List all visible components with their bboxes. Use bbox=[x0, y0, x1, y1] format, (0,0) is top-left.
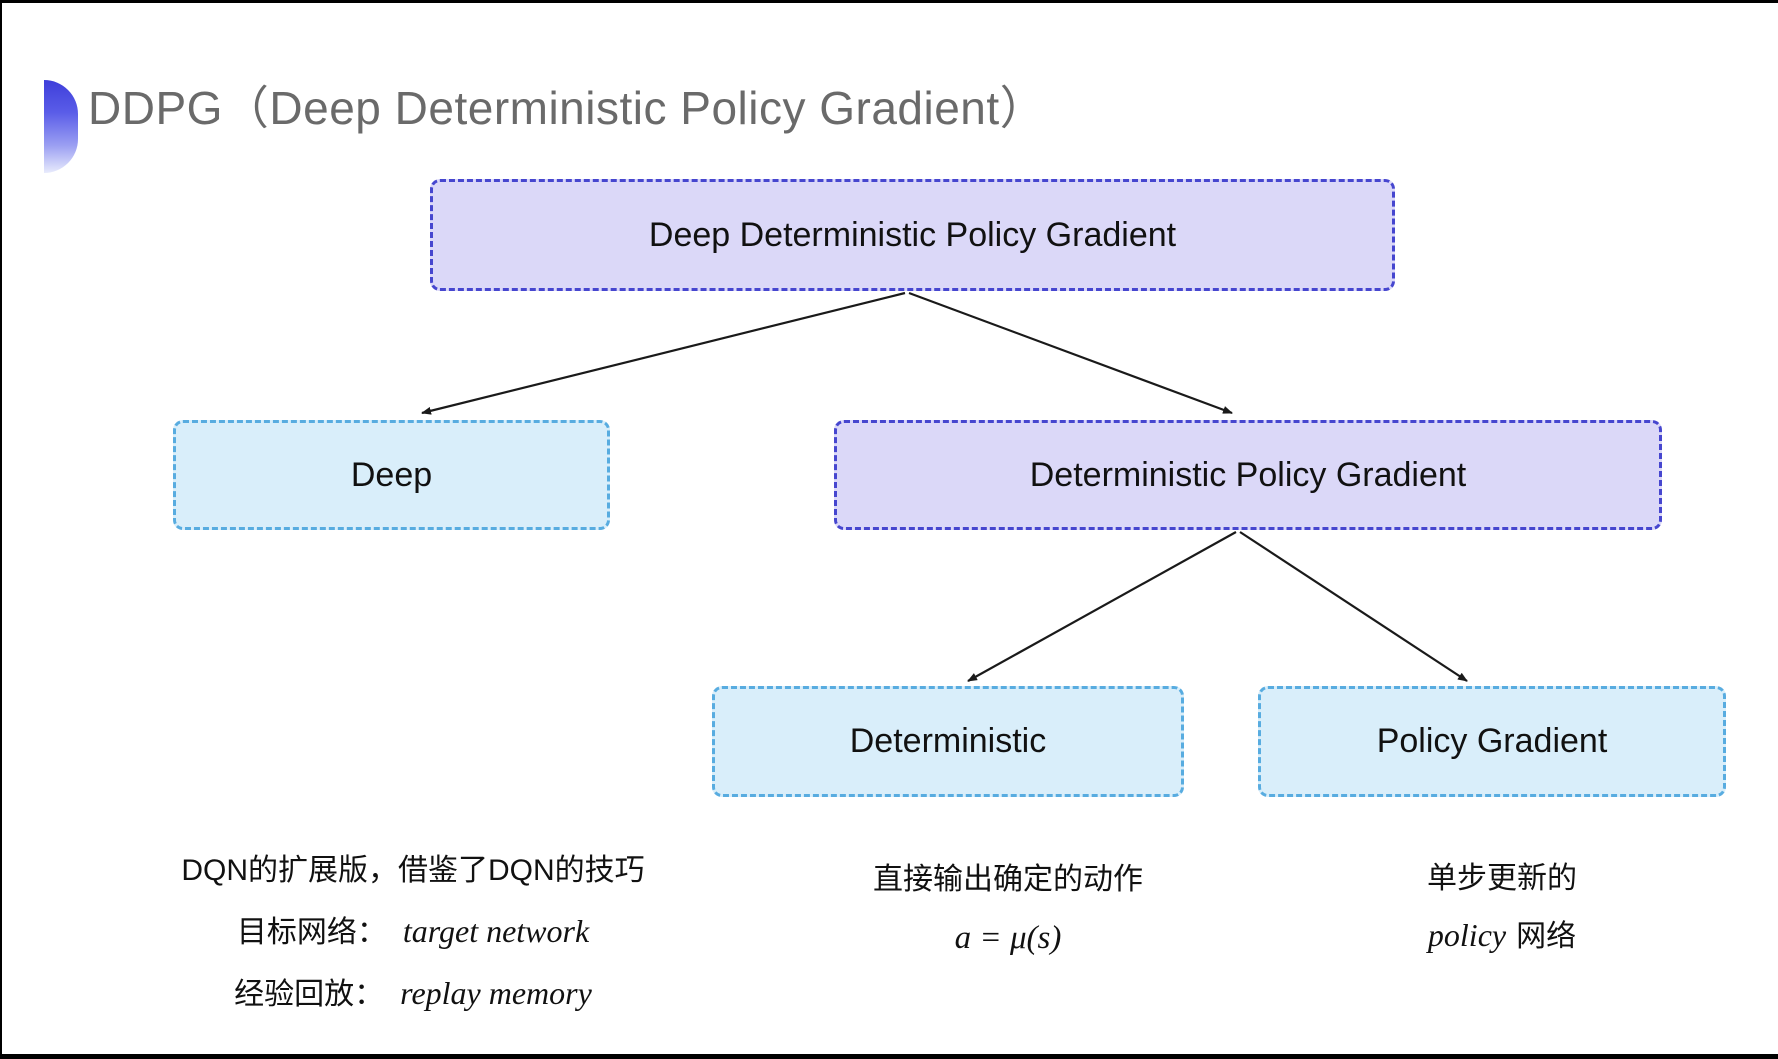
note-deterministic: 直接输出确定的动作 a = μ(s) bbox=[810, 851, 1206, 967]
node-label: Deep bbox=[351, 456, 432, 495]
note-policy-gradient-line2: policy 网络 bbox=[1320, 907, 1684, 965]
note-policy-gradient-line1: 单步更新的 bbox=[1320, 851, 1684, 907]
arrow-dpg-to-deterministic bbox=[968, 532, 1236, 681]
node-label: Deterministic Policy Gradient bbox=[1030, 456, 1466, 495]
node-policy-gradient: Policy Gradient bbox=[1258, 686, 1726, 797]
note-deep-line3: 经验回放： replay memory bbox=[130, 963, 696, 1025]
arrow-root-to-deep bbox=[422, 293, 905, 413]
arrow-dpg-to-policy-gradient bbox=[1240, 532, 1467, 681]
note-deterministic-line1: 直接输出确定的动作 bbox=[810, 851, 1206, 909]
node-deterministic: Deterministic bbox=[712, 686, 1184, 797]
note-deep: DQN的扩展版，借鉴了DQN的技巧 目标网络： target network 经验… bbox=[130, 841, 696, 1025]
note-text: 直接输出确定的动作 bbox=[873, 863, 1143, 896]
node-label: Deterministic bbox=[850, 722, 1046, 761]
node-label: Policy Gradient bbox=[1377, 722, 1608, 761]
node-deep: Deep bbox=[173, 420, 610, 530]
title-bullet-icon bbox=[44, 80, 78, 173]
note-text: DQN的扩展版，借鉴了DQN的技巧 bbox=[181, 854, 644, 887]
arrow-root-to-dpg bbox=[909, 293, 1232, 413]
note-term-en: target network bbox=[403, 913, 589, 949]
note-term-en: replay memory bbox=[400, 975, 592, 1011]
node-label: Deep Deterministic Policy Gradient bbox=[649, 216, 1176, 255]
page-title: DDPG（Deep Deterministic Policy Gradient） bbox=[88, 77, 1046, 139]
note-deep-line1: DQN的扩展版，借鉴了DQN的技巧 bbox=[130, 841, 696, 901]
note-text: 单步更新的 bbox=[1427, 862, 1577, 895]
slide-canvas: DDPG（Deep Deterministic Policy Gradient）… bbox=[2, 3, 1778, 1054]
note-label-zh: 网络 bbox=[1516, 920, 1576, 953]
note-term-en: policy bbox=[1428, 917, 1506, 953]
note-label-zh: 目标网络： bbox=[237, 916, 387, 949]
note-deep-line2: 目标网络： target network bbox=[130, 901, 696, 963]
note-label-zh: 经验回放： bbox=[234, 978, 384, 1011]
node-deterministic-policy-gradient: Deterministic Policy Gradient bbox=[834, 420, 1662, 530]
note-policy-gradient: 单步更新的 policy 网络 bbox=[1320, 851, 1684, 965]
node-deep-deterministic-policy-gradient: Deep Deterministic Policy Gradient bbox=[430, 179, 1395, 291]
formula-a-equals-mu-s: a = μ(s) bbox=[810, 909, 1206, 967]
